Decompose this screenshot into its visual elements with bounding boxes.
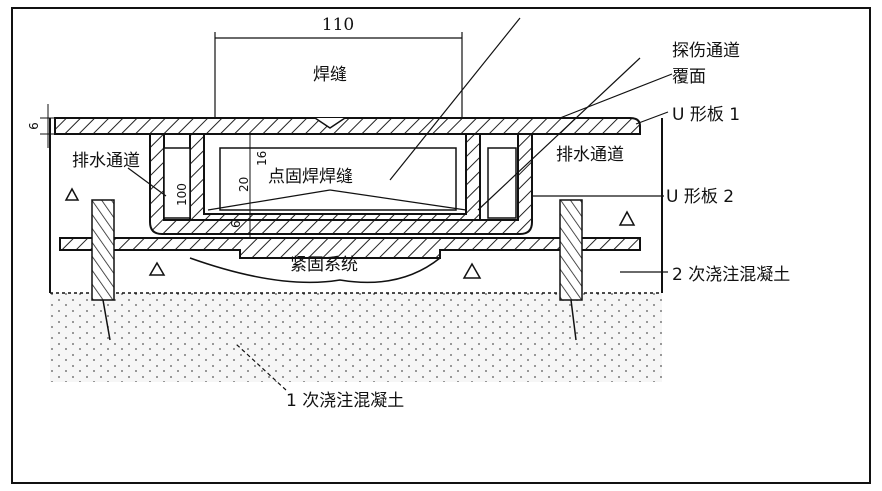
weld-notch [314, 117, 346, 129]
leader-concrete-1 [235, 343, 287, 391]
spot-weld-line-right [329, 189, 467, 211]
leader-drain-left [127, 167, 167, 197]
anchor-bolt-left-tail [102, 299, 111, 341]
triangle-marker [618, 210, 636, 226]
detect-channel-label: 探伤通道 [672, 41, 740, 61]
weld-label: 焊缝 [313, 65, 347, 85]
leader-detect-channel [477, 57, 641, 211]
drain-channel-right [487, 147, 517, 219]
outer-frame [11, 7, 871, 484]
drain-right-label: 排水通道 [556, 145, 624, 165]
fastening-curve [189, 257, 441, 284]
dim-6-mid-label: 6 [229, 220, 243, 228]
u-plate-2 [149, 133, 533, 235]
concrete-first-pour [50, 293, 662, 382]
drain-channel-left [163, 147, 191, 219]
fastening-label: 紧固系统 [290, 255, 358, 275]
triangle-marker [148, 261, 166, 276]
dim-100-label: 100 [175, 183, 189, 206]
leader-cover [559, 73, 673, 119]
u-plate-2-label: U 形板 2 [666, 187, 734, 207]
inner-cavity [219, 147, 457, 211]
anchor-bolt-left [91, 199, 115, 301]
leader-spot-weld-top [389, 17, 521, 181]
spot-weld-line-left [207, 189, 331, 211]
anchor-bolt-right [559, 199, 583, 301]
anchor-bolt-right-tail [570, 299, 577, 341]
spot-weld-label: 点固焊焊缝 [268, 167, 353, 187]
concrete-1-label: 1 次浇注混凝土 [286, 391, 404, 411]
triangle-marker [462, 262, 482, 279]
drain-left-label: 排水通道 [72, 151, 140, 171]
dim-110-label: 110 [322, 15, 354, 35]
u-plate-1-label: U 形板 1 [672, 105, 740, 125]
cover-plate [54, 117, 641, 135]
dim-16-label: 16 [255, 151, 269, 166]
cover-label: 覆面 [672, 67, 706, 87]
dim-20-label: 20 [237, 177, 251, 192]
concrete-2-label: 2 次浇注混凝土 [672, 265, 790, 285]
dim-6-top-label: 6 [27, 122, 41, 130]
leader-u-plate-1 [635, 111, 669, 125]
triangle-marker [64, 187, 80, 201]
